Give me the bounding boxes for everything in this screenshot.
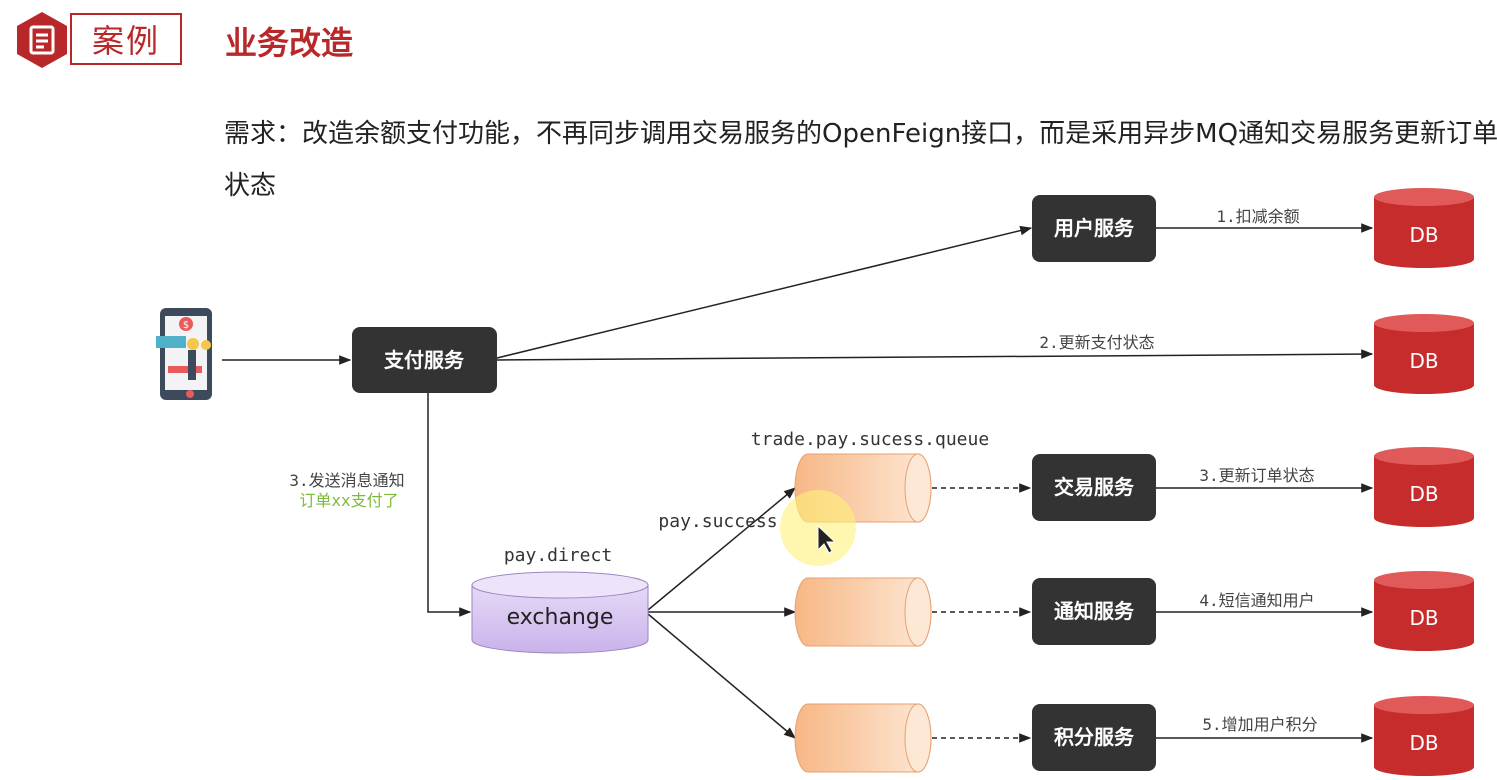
- svg-text:DB: DB: [1409, 349, 1438, 373]
- svg-text:DB: DB: [1409, 482, 1438, 506]
- edge-label-add-points: 5.增加用户积分: [1202, 715, 1317, 734]
- exchange-to-queue1-edge: [647, 487, 796, 611]
- mobile-payment-icon: $: [156, 308, 212, 400]
- points-service-box: 积分服务: [1032, 704, 1156, 771]
- cursor-icon: [780, 490, 856, 566]
- svg-text:支付服务: 支付服务: [384, 348, 465, 372]
- document-icon: [17, 12, 67, 68]
- svg-text:交易服务: 交易服务: [1054, 475, 1135, 499]
- routing-key-label: pay.success: [658, 511, 777, 532]
- svg-text:DB: DB: [1409, 223, 1438, 247]
- edge-label-sms-notify: 4.短信通知用户: [1199, 591, 1314, 610]
- edge-label-trade-db: 3.更新订单状态: [1199, 466, 1314, 485]
- exchange-to-queue3-edge: [647, 613, 796, 739]
- svg-text:$: $: [183, 320, 189, 331]
- edge-label-update-pay-status: 2.更新支付状态: [1039, 333, 1154, 352]
- svg-text:exchange: exchange: [507, 605, 614, 630]
- user-service-box: 用户服务: [1032, 195, 1156, 262]
- pay-to-db-edge: [496, 349, 1374, 361]
- db-cylinder: DB: [1374, 188, 1474, 268]
- exchange-name-label: pay.direct: [504, 545, 612, 566]
- queue-cylinder: [794, 577, 932, 647]
- queue-cylinder: [794, 703, 932, 773]
- edge-label-send-message: 3.发送消息通知: [289, 471, 404, 490]
- queue-name-label: trade.pay.sucess.queue: [751, 429, 989, 450]
- requirement-text: 需求：改造余额支付功能，不再同步调用交易服务的OpenFeign接口，而是采用异…: [224, 119, 1497, 201]
- notify-service-box: 通知服务: [1032, 578, 1156, 645]
- svg-text:积分服务: 积分服务: [1054, 725, 1135, 749]
- db-cylinder: DB: [1374, 447, 1474, 527]
- pay-to-user-edge: [496, 225, 1033, 359]
- edge-label-deduct-balance: 1.扣减余额: [1216, 207, 1299, 226]
- trade-service-box: 交易服务: [1032, 454, 1156, 521]
- db-cylinder: DB: [1374, 314, 1474, 394]
- svg-text:DB: DB: [1409, 606, 1438, 630]
- pay-to-exchange-edge: [427, 393, 472, 617]
- db-cylinder: DB: [1374, 571, 1474, 651]
- pay-service-box: 支付服务: [352, 327, 497, 393]
- db-cylinder: DB: [1374, 696, 1474, 776]
- page-title: 业务改造: [225, 24, 354, 62]
- exchange-cylinder: exchange: [471, 571, 649, 654]
- case-tag: 案例: [70, 13, 182, 65]
- edge-label-order-paid: 订单xx支付了: [299, 491, 398, 510]
- svg-text:DB: DB: [1409, 731, 1438, 755]
- svg-text:用户服务: 用户服务: [1054, 216, 1135, 240]
- svg-text:通知服务: 通知服务: [1054, 599, 1135, 623]
